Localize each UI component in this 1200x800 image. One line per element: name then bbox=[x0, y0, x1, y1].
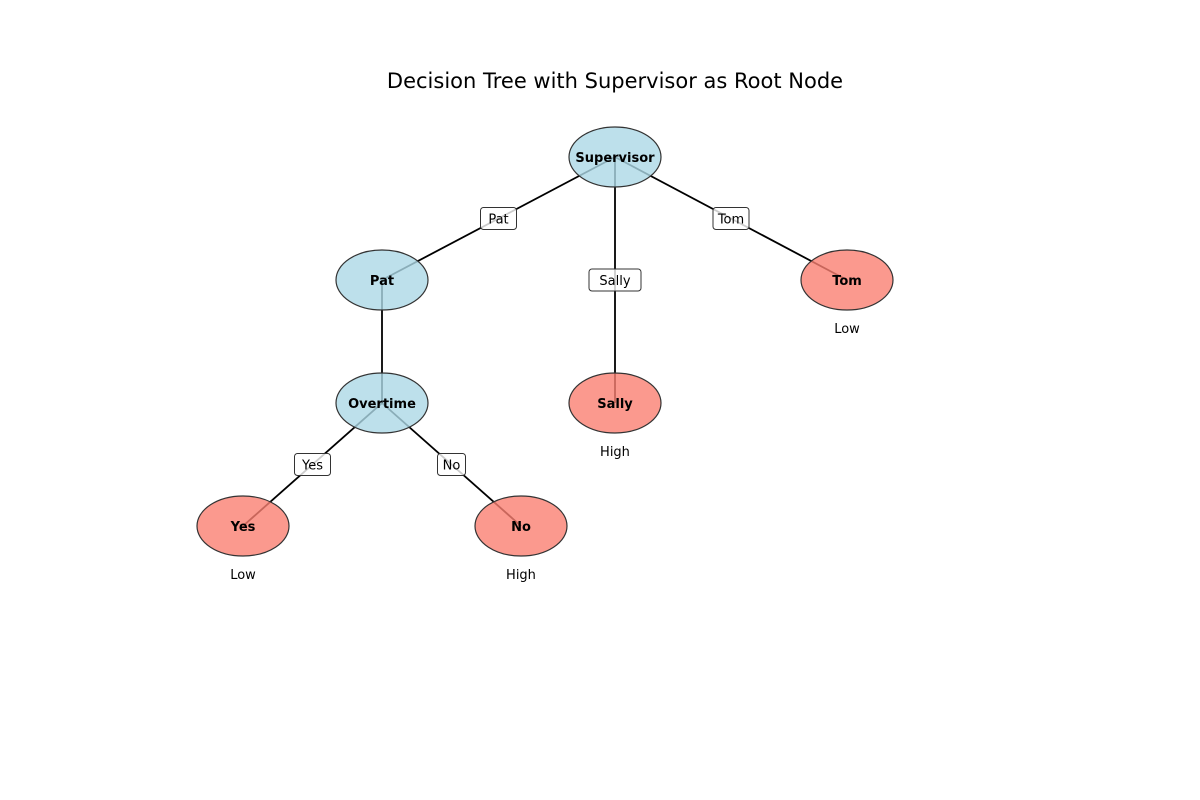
edge-label-supervisor-pat: Pat bbox=[480, 207, 517, 230]
node-pat: Pat bbox=[335, 249, 429, 311]
edge-label-text: Tom bbox=[717, 213, 744, 228]
edge-label-box bbox=[480, 207, 517, 230]
node-yes-label: Yes bbox=[230, 520, 256, 535]
node-supervisor-shape bbox=[568, 126, 662, 188]
edge-label-supervisor-tom: Tom bbox=[712, 207, 750, 230]
edge-label-overtime-no: No bbox=[437, 453, 466, 476]
node-no-shape bbox=[474, 495, 568, 557]
node-yes-outcome: Low bbox=[230, 568, 256, 583]
node-tom-label: Tom bbox=[832, 274, 862, 289]
node-no-label: No bbox=[511, 520, 531, 535]
node-pat-label: Pat bbox=[370, 274, 394, 289]
node-no-outcome: High bbox=[506, 568, 536, 583]
node-overtime-label: Overtime bbox=[348, 397, 416, 412]
node-tom-shape bbox=[800, 249, 894, 311]
edge-label-supervisor-sally: Sally bbox=[588, 268, 642, 292]
nodes-layer: SupervisorPatSallyHighTomLowOvertimeYesL… bbox=[196, 126, 894, 583]
node-sally-outcome: High bbox=[600, 445, 630, 460]
edge-label-text: Yes bbox=[301, 459, 323, 474]
node-tom-outcome: Low bbox=[834, 322, 860, 337]
node-overtime-shape bbox=[335, 372, 429, 434]
edge-label-text: Pat bbox=[488, 213, 508, 228]
edge-label-box bbox=[294, 453, 331, 476]
edge-label-overtime-yes: Yes bbox=[294, 453, 331, 476]
node-pat-shape bbox=[335, 249, 429, 311]
diagram-title: Decision Tree with Supervisor as Root No… bbox=[387, 69, 843, 93]
edge-label-box bbox=[437, 453, 466, 476]
edge-label-box bbox=[712, 207, 750, 230]
edge-label-box bbox=[588, 268, 642, 292]
node-overtime: Overtime bbox=[335, 372, 429, 434]
edge-label-text: No bbox=[443, 459, 461, 474]
node-sally-label: Sally bbox=[597, 397, 633, 412]
edge-label-text: Sally bbox=[599, 274, 630, 289]
edges-layer bbox=[242, 156, 848, 527]
node-supervisor-label: Supervisor bbox=[575, 151, 655, 166]
node-yes-shape bbox=[196, 495, 290, 557]
node-sally-shape bbox=[568, 372, 662, 434]
node-supervisor: Supervisor bbox=[568, 126, 662, 188]
